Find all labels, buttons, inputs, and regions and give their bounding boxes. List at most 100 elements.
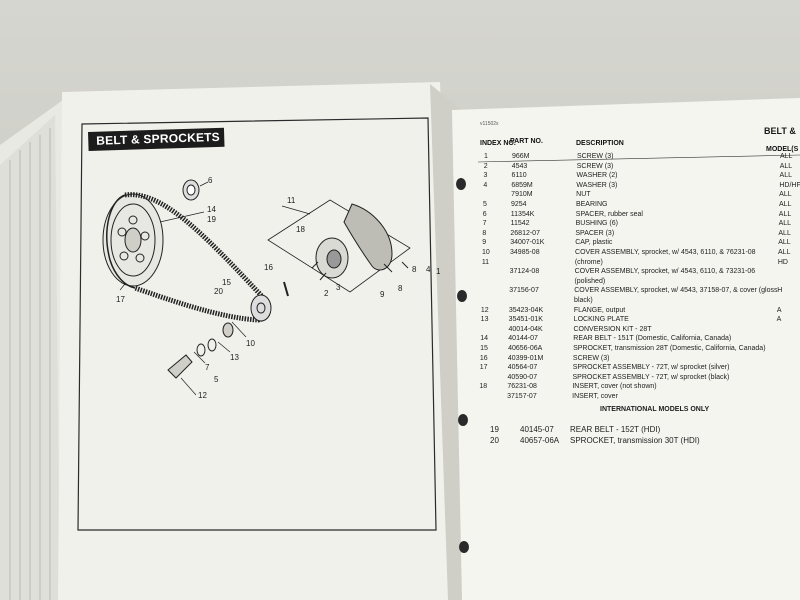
row-model: A xyxy=(776,306,782,314)
row-description: BUSHING (6) xyxy=(575,220,618,228)
binder-hole xyxy=(456,178,466,190)
row-model: ALL xyxy=(779,172,793,180)
row-part-number: 11542 xyxy=(510,220,530,228)
row-index: 3 xyxy=(483,172,488,180)
row-part-number: 37124-08 xyxy=(509,268,540,276)
row-part-number: 40656-06A xyxy=(508,345,543,352)
row-description: COVER ASSEMBLY, sprocket, w/ 4543, 6110,… xyxy=(574,268,756,276)
row-part-number: 966M xyxy=(511,153,530,160)
callout-5: 5 xyxy=(214,375,219,384)
row-description: INSERT, cover xyxy=(572,393,618,400)
callout-15: 15 xyxy=(222,278,231,287)
callout-20: 20 xyxy=(214,287,223,296)
callout-12: 12 xyxy=(198,391,207,400)
row-description: REAR BELT - 152T (HDI) xyxy=(570,425,661,434)
bearing xyxy=(222,322,234,338)
row-description: CONVERSION KIT - 28T xyxy=(573,325,652,333)
row-description: SCREW (3) xyxy=(576,153,614,160)
row-part-number: 40657-06A xyxy=(520,436,560,445)
binder-holes xyxy=(456,178,469,553)
row-model: H xyxy=(777,287,783,295)
callout-3: 3 xyxy=(336,283,341,292)
row-part-number: 34985-08 xyxy=(510,249,540,256)
row-part-number: 40144-07 xyxy=(508,335,538,343)
callout-6: 6 xyxy=(208,176,213,185)
international-heading: INTERNATIONAL MODELS ONLY xyxy=(600,406,710,413)
row-description: REAR BELT - 151T (Domestic, California, … xyxy=(573,335,732,343)
callout-10: 10 xyxy=(246,339,255,348)
row-model: ALL xyxy=(778,201,792,208)
row-index: 5 xyxy=(482,201,487,208)
row-part-number: 35451-01K xyxy=(508,316,543,324)
callout-8a: 8 xyxy=(398,284,403,293)
row-description: COVER ASSEMBLY, sprocket, w/ 4543, 37158… xyxy=(574,287,778,295)
callout-2: 2 xyxy=(324,289,329,298)
page-code: v11502x xyxy=(480,121,499,127)
callout-17: 17 xyxy=(116,295,125,304)
stack-lines xyxy=(9,128,51,600)
diagram-frame xyxy=(77,117,437,531)
row-description: INSERT, cover (not shown) xyxy=(572,383,657,391)
right-page xyxy=(452,98,800,600)
row-part-number: 40145-07 xyxy=(520,425,554,434)
binder-hole xyxy=(457,290,467,302)
row-index: 17 xyxy=(479,364,488,372)
row-model: A xyxy=(776,316,782,324)
row-index: 16 xyxy=(479,354,488,362)
row-index: 8 xyxy=(482,229,487,237)
row-part-number: 37157-07 xyxy=(507,393,537,400)
row-part-number: 40590-07 xyxy=(507,373,538,381)
col-part-header: PART NO. xyxy=(510,138,543,145)
row-part-number: 37156-07 xyxy=(509,287,539,295)
row-description: COVER ASSEMBLY, sprocket, w/ 4543, 6110,… xyxy=(575,249,756,256)
row-description: SPROCKET ASSEMBLY - 72T, w/ sprocket (si… xyxy=(572,364,730,372)
row-description: (chrome) xyxy=(574,258,603,266)
right-page-title: BELT & xyxy=(764,126,796,136)
row-index: 12 xyxy=(480,306,489,314)
row-part-number: 4543 xyxy=(511,162,528,170)
section-title: BELT & SPROCKETS xyxy=(88,127,225,151)
callout-9: 9 xyxy=(380,290,385,299)
row-model: HD/HF/ xyxy=(779,181,800,189)
row-model: ALL xyxy=(778,210,792,218)
col-description-header: DESCRIPTION xyxy=(576,140,624,147)
binder-hole xyxy=(458,414,468,426)
row-description: SPACER, rubber seal xyxy=(575,210,643,218)
row-index: 10 xyxy=(482,249,490,256)
row-index: 4 xyxy=(483,181,488,189)
row-part-number: 6110 xyxy=(511,172,527,180)
row-part-number: 26812-07 xyxy=(510,229,540,237)
row-part-number: 7910M xyxy=(511,191,533,199)
output-flange xyxy=(167,354,193,379)
row-description: SCREW (3) xyxy=(572,354,610,362)
row-index: 2 xyxy=(483,162,488,170)
row-description: WASHER (3) xyxy=(576,181,618,189)
header-rule xyxy=(477,154,800,163)
callout-19: 19 xyxy=(207,215,216,224)
row-model: ALL xyxy=(779,191,792,199)
row-index: 20 xyxy=(490,436,499,445)
binder-hole xyxy=(459,541,469,553)
callout-4: 4 xyxy=(426,265,431,274)
row-part-number: 40399-01M xyxy=(507,354,544,362)
row-model: ALL xyxy=(779,162,793,170)
row-model: ALL xyxy=(778,220,792,228)
callout-11: 11 xyxy=(287,196,296,205)
row-index: 1 xyxy=(483,153,488,160)
callout-1: 1 xyxy=(436,267,441,276)
callout-8b: 8 xyxy=(412,265,417,274)
row-model: ALL xyxy=(778,239,791,247)
row-description: BEARING xyxy=(575,201,608,208)
row-description: NUT xyxy=(576,191,591,199)
row-model: HD xyxy=(777,258,788,266)
row-description: SPROCKET, transmission 28T (Domestic, Ca… xyxy=(573,345,766,352)
callout-18: 18 xyxy=(296,225,305,234)
row-model: ALL xyxy=(778,249,791,256)
row-index: 11 xyxy=(481,258,490,266)
row-part-number: 35423-04K xyxy=(508,306,544,314)
transmission-sprocket xyxy=(250,294,272,322)
row-part-number: 11354K xyxy=(510,210,535,218)
row-index: 14 xyxy=(480,335,489,343)
row-description: SPROCKET ASSEMBLY - 72T, w/ sprocket (bl… xyxy=(572,373,730,381)
